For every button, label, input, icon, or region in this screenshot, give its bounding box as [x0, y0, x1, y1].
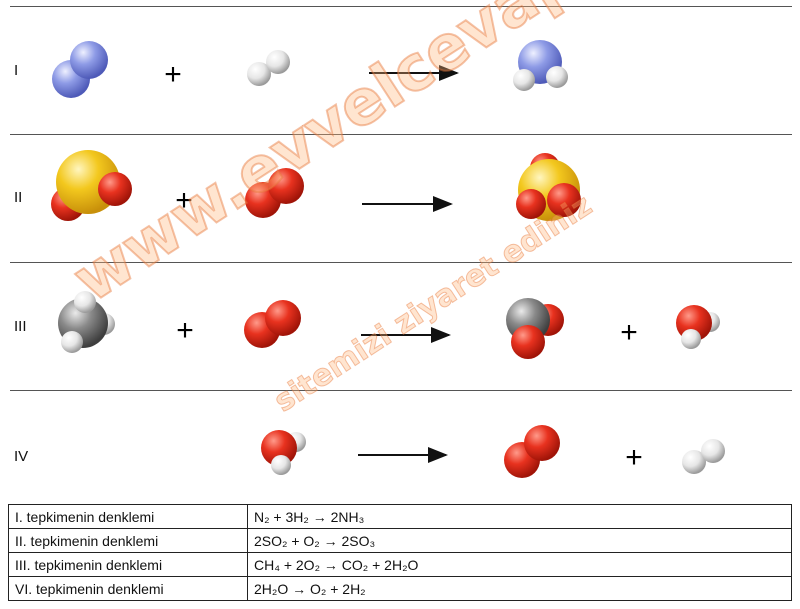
hydrogen-molecule: [682, 439, 725, 474]
oxygen-molecule: [244, 300, 301, 348]
equation-name: VI. tepkimenin denklemi: [8, 576, 248, 601]
oxygen-molecule: [245, 168, 304, 218]
sulfur-trioxide-molecule: [516, 153, 581, 221]
plus-sign: +: [620, 316, 638, 349]
row-label-4: IV: [14, 448, 29, 465]
plus-sign: +: [175, 184, 193, 217]
row-divider: [10, 262, 792, 263]
row-label-3: III: [14, 318, 27, 335]
table-row: II. tepkimenin denklemi 2SO₂ + O₂ → 2SO₃: [8, 528, 792, 553]
water-molecule: [676, 305, 720, 349]
nitrogen-molecule: [52, 41, 108, 98]
carbon-dioxide-molecule: [506, 298, 564, 359]
plus-sign: +: [176, 314, 194, 347]
methane-molecule: [58, 291, 115, 353]
table-row: I. tepkimenin denklemi N₂ + 3H₂ → 2NH₃: [8, 504, 792, 529]
equation-table: I. tepkimenin denklemi N₂ + 3H₂ → 2NH₃ I…: [8, 504, 792, 601]
row-divider: [10, 390, 792, 391]
hydrogen-molecule: [247, 50, 290, 86]
equation-name: III. tepkimenin denklemi: [8, 552, 248, 577]
equation-name: I. tepkimenin denklemi: [8, 504, 248, 529]
sulfur-dioxide-molecule: [51, 150, 132, 221]
equation-formula: 2SO₂ + O₂ → 2SO₃: [247, 528, 792, 553]
reaction-diagram: + + + +: [51, 40, 725, 478]
row-divider: [10, 134, 792, 135]
row-label-1: I: [14, 62, 19, 79]
plus-sign: +: [164, 58, 182, 91]
water-molecule: [261, 430, 306, 475]
equation-formula: CH₄ + 2O₂ → CO₂ + 2H₂O: [247, 552, 792, 577]
oxygen-molecule: [504, 425, 560, 478]
plus-sign: +: [625, 441, 643, 474]
row-divider: [10, 6, 792, 7]
equation-name: II. tepkimenin denklemi: [8, 528, 248, 553]
table-row: III. tepkimenin denklemi CH₄ + 2O₂ → CO₂…: [8, 552, 792, 577]
table-row: VI. tepkimenin denklemi 2H₂O → O₂ + 2H₂: [8, 576, 792, 601]
ammonia-molecule: [513, 40, 568, 91]
equation-formula: 2H₂O → O₂ + 2H₂: [247, 576, 792, 601]
row-label-2: II: [14, 189, 23, 206]
equation-formula: N₂ + 3H₂ → 2NH₃: [247, 504, 792, 529]
